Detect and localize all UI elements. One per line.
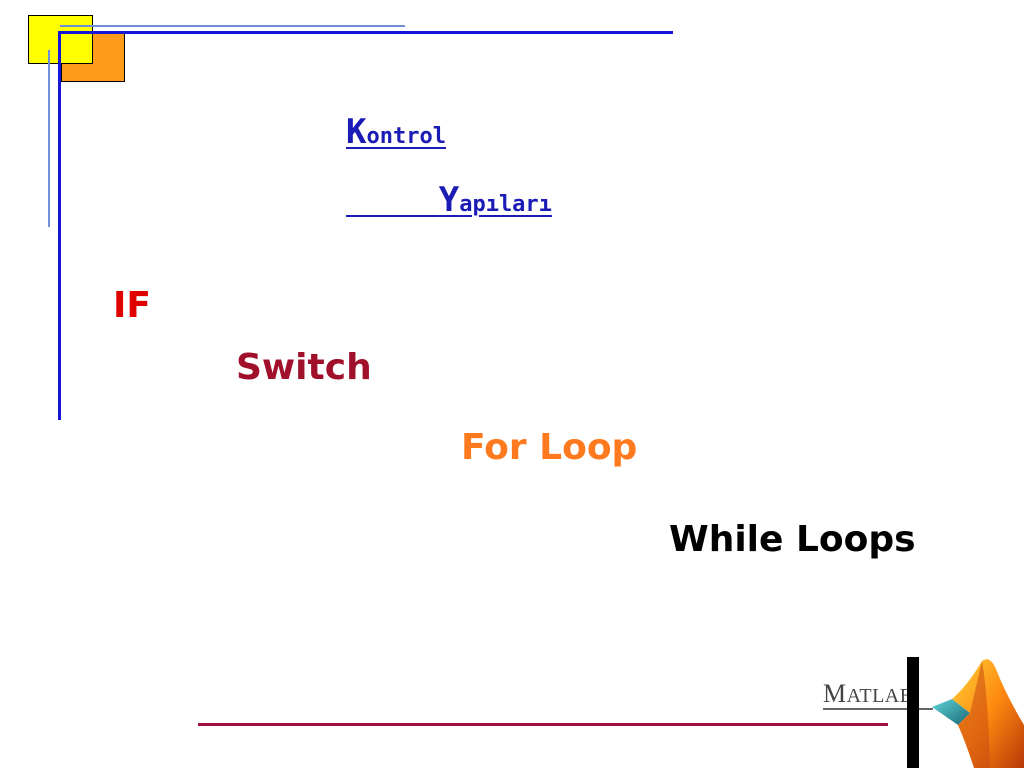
title-rest-1: ontrol: [366, 124, 446, 149]
title-initial-y: Y: [438, 180, 460, 220]
logo-rest: ATLAB: [846, 685, 914, 707]
left-frame-line: [58, 31, 61, 420]
logo-first: M: [823, 679, 847, 708]
slide-title-line-1: Kontrol: [346, 112, 446, 152]
item-while-loops: While Loops: [669, 519, 916, 560]
left-accent-line: [48, 50, 50, 227]
title-rest-2: apıları: [459, 192, 552, 217]
bottom-rule: [198, 723, 888, 726]
item-switch: Switch: [236, 347, 372, 388]
slide-title-line-2: Yapıları: [346, 180, 552, 220]
top-accent-line: [60, 25, 405, 27]
matlab-logo-text: MATLAB: [823, 679, 914, 709]
item-for-loop: For Loop: [461, 427, 638, 468]
matlab-membrane-icon: [932, 659, 1024, 768]
logo-black-bar: [907, 657, 919, 768]
logo-underline: [823, 708, 933, 710]
item-if: IF: [113, 285, 151, 326]
top-frame-line: [60, 31, 673, 34]
title-initial-k: K: [346, 112, 367, 152]
